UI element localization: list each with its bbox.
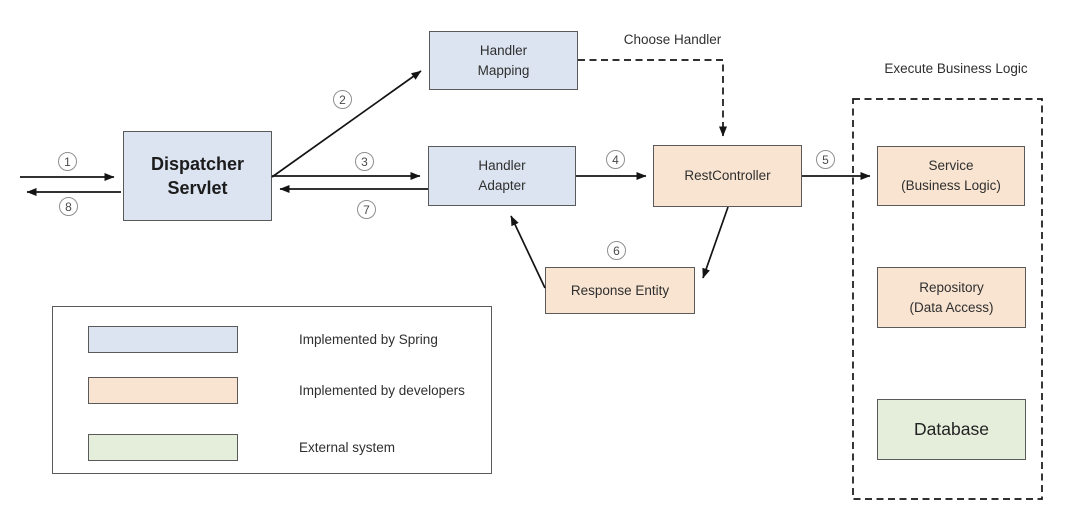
arrow-2-to-handler-mapping [271, 70, 422, 178]
spring-color-swatch [88, 325, 238, 353]
handler-adapter-node: Handler Adapter [428, 146, 576, 206]
response-entity-node: Response Entity [545, 267, 695, 314]
step-7-badge: 7 [357, 200, 376, 219]
step-1-badge: 1 [58, 152, 77, 171]
arrow-6-to-handler-adapter [510, 215, 546, 289]
legend-item-label: Implemented by developers [299, 382, 465, 398]
step-2-badge: 2 [333, 90, 352, 109]
legend-item-developers: Implemented by developers [88, 376, 465, 404]
developers-color-swatch [88, 376, 238, 404]
step-3-badge: 3 [355, 152, 374, 171]
execute-business-logic-label: Execute Business Logic [884, 61, 1028, 76]
choose-handler-label: Choose Handler [623, 32, 722, 47]
step-8-badge: 8 [59, 197, 78, 216]
step-6-badge: 6 [607, 241, 626, 260]
step-5-badge: 5 [816, 150, 835, 169]
legend-item-label: External system [299, 439, 396, 455]
rest-controller-node: RestController [653, 145, 802, 207]
repository-node: Repository (Data Access) [877, 267, 1026, 328]
external-color-swatch [88, 433, 238, 461]
handler-mapping-node: Handler Mapping [429, 31, 578, 90]
service-node: Service (Business Logic) [877, 146, 1025, 206]
legend-box: Implemented by Spring Implemented by dev… [52, 306, 492, 474]
legend-item-external: External system [88, 433, 395, 461]
legend-item-label: Implemented by Spring [299, 331, 438, 347]
step-4-badge: 4 [606, 150, 625, 169]
dispatcher-servlet-node: Dispatcher Servlet [123, 131, 272, 221]
database-node: Database [877, 399, 1026, 460]
arrow-choose-handler-dashed [578, 59, 727, 137]
legend-item-spring: Implemented by Spring [88, 325, 438, 353]
arrow-6-to-response-entity [702, 206, 729, 279]
